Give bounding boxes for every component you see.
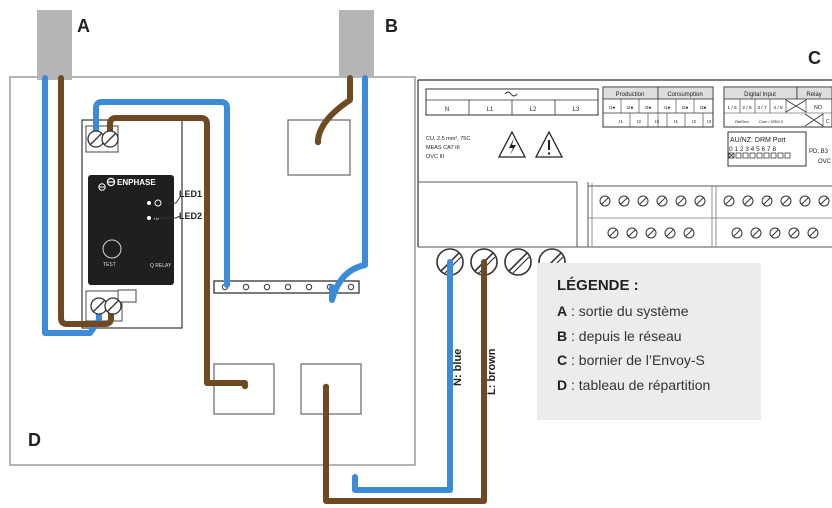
- ct-top-6: I3●: [700, 105, 707, 111]
- legend-title: LÉGENDE :: [557, 277, 639, 294]
- phase-col-l3: L3: [573, 107, 580, 113]
- brown-wires: [58, 75, 487, 504]
- relay-c-cut: C: [826, 119, 830, 125]
- ct-top-2: I2●: [627, 105, 634, 111]
- ovc-label: OVC: [818, 159, 832, 165]
- relay-header-label: Relay: [806, 92, 821, 98]
- junction-box-right: [300, 363, 362, 415]
- ct-bot-3: I3: [655, 119, 659, 125]
- conduit-a: [37, 10, 72, 80]
- legend-item-c: C : bornier de l’Envoy-S: [557, 348, 761, 373]
- pd-label: PD, B3: [809, 149, 829, 155]
- label-b: B: [385, 16, 398, 36]
- digital-input-label: Digital Input: [744, 92, 776, 98]
- drm-title: AU/NZ: DRM Port: [730, 137, 786, 144]
- q-relay: [81, 119, 183, 329]
- label-d: D: [28, 430, 41, 450]
- drm-pins: [728, 152, 791, 159]
- led1-label: LED1: [179, 189, 202, 199]
- production-label: Production: [616, 92, 645, 98]
- legend-text: : depuis le réseau: [571, 327, 682, 344]
- ct-top-1: I1●: [609, 105, 616, 111]
- label-a: A: [77, 16, 90, 36]
- consumption-label: Consumption: [667, 92, 702, 98]
- phase-col-n: N: [445, 107, 449, 113]
- legend-item-a: A : sortie du système: [557, 299, 761, 324]
- label-c: C: [808, 48, 821, 68]
- relay-test-label: TEST: [103, 262, 116, 268]
- relay-no: NO: [814, 105, 823, 111]
- phase-col-l2: L2: [530, 107, 537, 113]
- enphase-logo-icon: [106, 177, 116, 187]
- phase-col-l1: L1: [487, 107, 494, 113]
- spec-line-1: CU, 2.5 mm², 75C: [426, 136, 470, 142]
- ct-bot-5: I2: [692, 119, 696, 125]
- di-4: 4 / 8: [773, 105, 783, 111]
- led2-label: LED2: [179, 211, 202, 221]
- conduit-b: [339, 10, 374, 78]
- legend-key: C: [557, 352, 568, 368]
- legend-key: A: [557, 303, 568, 319]
- legend-key: B: [557, 327, 568, 344]
- spec-line-2: MEAS CAT III: [426, 145, 460, 151]
- ct-bot-1: I1: [619, 119, 623, 125]
- relay-model-label: Q RELAY: [150, 263, 172, 269]
- n-wire-label: N: blue: [452, 349, 464, 386]
- relay-led-code: Hz: [154, 216, 159, 221]
- ct-top-5: I2●: [682, 105, 689, 111]
- di-2: 2 / 6: [742, 105, 752, 111]
- legend-text: : tableau de répartition: [571, 376, 711, 393]
- envoy-terminal-block: [417, 79, 832, 248]
- l-wire-label: L: brown: [486, 348, 498, 395]
- di-1: 1 / 5: [727, 105, 737, 111]
- ct-top-4: I1●: [664, 105, 671, 111]
- di-refgen: RefGen: [735, 119, 749, 124]
- legend-text: : bornier de l’Envoy-S: [571, 352, 705, 368]
- ct-top-3: I3●: [645, 105, 652, 111]
- drm-numbers: 0 1 2 3 4 5 6 7 8: [729, 146, 776, 153]
- ct-bot-4: I1: [674, 119, 678, 125]
- blue-wires: [42, 75, 453, 493]
- legend: LÉGENDE : A : sortie du système B : depu…: [537, 263, 761, 420]
- legend-text: : sortie du système: [571, 303, 689, 319]
- ct-bot-2: I2: [637, 119, 641, 125]
- ct-terminal-screws: [599, 195, 830, 239]
- relay-brand: ENPHASE: [117, 178, 156, 187]
- di-com: Com / DRM 0: [759, 119, 784, 124]
- di-3: 3 / 7: [757, 105, 767, 111]
- legend-item-b: B : depuis le réseau: [557, 324, 761, 349]
- ct-bot-6: I3: [707, 119, 711, 125]
- legend-key: D: [557, 376, 568, 393]
- legend-item-d: D : tableau de répartition: [557, 373, 761, 398]
- spec-line-3: OVC III: [426, 154, 445, 160]
